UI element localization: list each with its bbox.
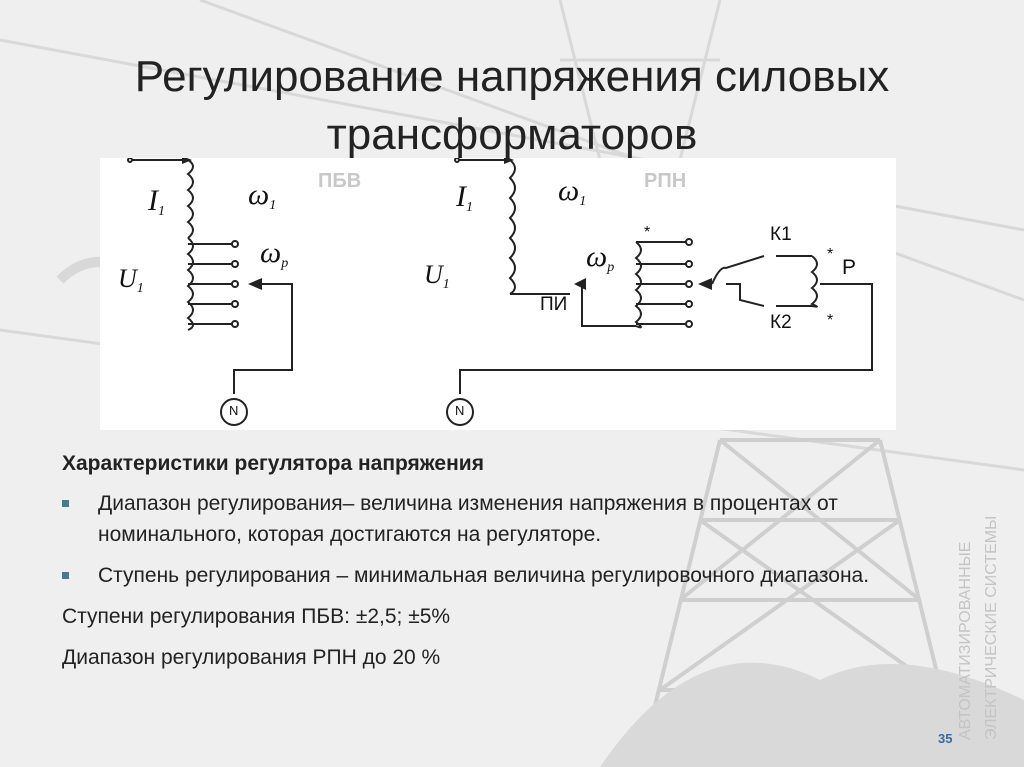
circuit-diagram: ПБВ РПН I1 ω1 ωр U1 N I1 ω1 ωр U1 ПИ К1 … [100,158,896,430]
section-heading: Характеристики регулятора напряжения [62,452,484,475]
left-neutral [220,398,248,426]
star-mark: * [644,224,651,241]
left-tap-winding [186,237,194,331]
left-selector-arrow [248,278,262,290]
pbv-steps-text: Ступени регулирования ПБВ: ±2,5; ±5% [62,605,451,628]
bullet-square-icon [62,572,69,579]
right-input-arrow [504,158,514,164]
star-mark: * [827,312,834,329]
right-wp-label: ωр [586,240,615,275]
side-text-1: АВТОМАТИЗИРОВАННЫЕ [957,542,974,740]
right-selector-arrow [698,278,712,290]
bullet-square-icon [62,500,69,507]
page-number: 35 [938,731,953,746]
right-main-winding [508,159,516,295]
pbv-label: ПБВ [318,170,362,192]
title-line-2: трансформаторов [326,110,698,159]
list-item: Ступень регулирования – минимальная вели… [62,560,962,591]
left-n-label: N [229,403,239,418]
right-w1-label: ω1 [558,174,587,209]
right-n-label: N [455,403,465,418]
rpn-range-text: Диапазон регулирования РПН до 20 % [62,646,441,669]
pi-arrow [574,278,586,290]
left-w1-label: ω1 [248,178,277,213]
left-input-terminal [127,158,133,163]
slide-title: Регулирование напряжения силовых трансфо… [0,48,1024,164]
left-main-winding [186,159,194,239]
side-text-2: ЭЛЕКТРИЧЕСКИЕ СИСТЕМЫ [983,516,1000,740]
left-wp-label: ωр [260,236,289,271]
circuit-drawing [127,158,873,426]
left-u1-label: U1 [118,264,144,296]
left-input-arrow [182,158,192,164]
list-item: Диапазон регулирования– величина изменен… [62,488,962,550]
k2-label: К2 [770,312,792,333]
side-branding: АВТОМАТИЗИРОВАННЫЕ ЭЛЕКТРИЧЕСКИЕ СИСТЕМЫ [957,516,1000,740]
pi-label: ПИ [540,294,568,315]
k1-label: К1 [770,224,792,245]
right-u1-label: U1 [424,260,450,292]
p-label: Р [842,256,857,279]
bullet-text: Диапазон регулирования– величина изменен… [98,492,838,546]
title-line-1: Регулирование напряжения силовых [134,52,890,101]
reactor-coil [810,255,818,308]
slide-body: Характеристики регулятора напряжения Диа… [62,452,962,683]
star-mark: * [827,246,834,263]
right-i1-label: I1 [456,180,473,215]
rpn-label: РПН [644,170,687,192]
bullet-text: Ступень регулирования – минимальная вели… [98,564,870,587]
left-i1-label: I1 [148,184,165,219]
right-tap-winding [634,241,642,329]
right-neutral [446,398,474,426]
